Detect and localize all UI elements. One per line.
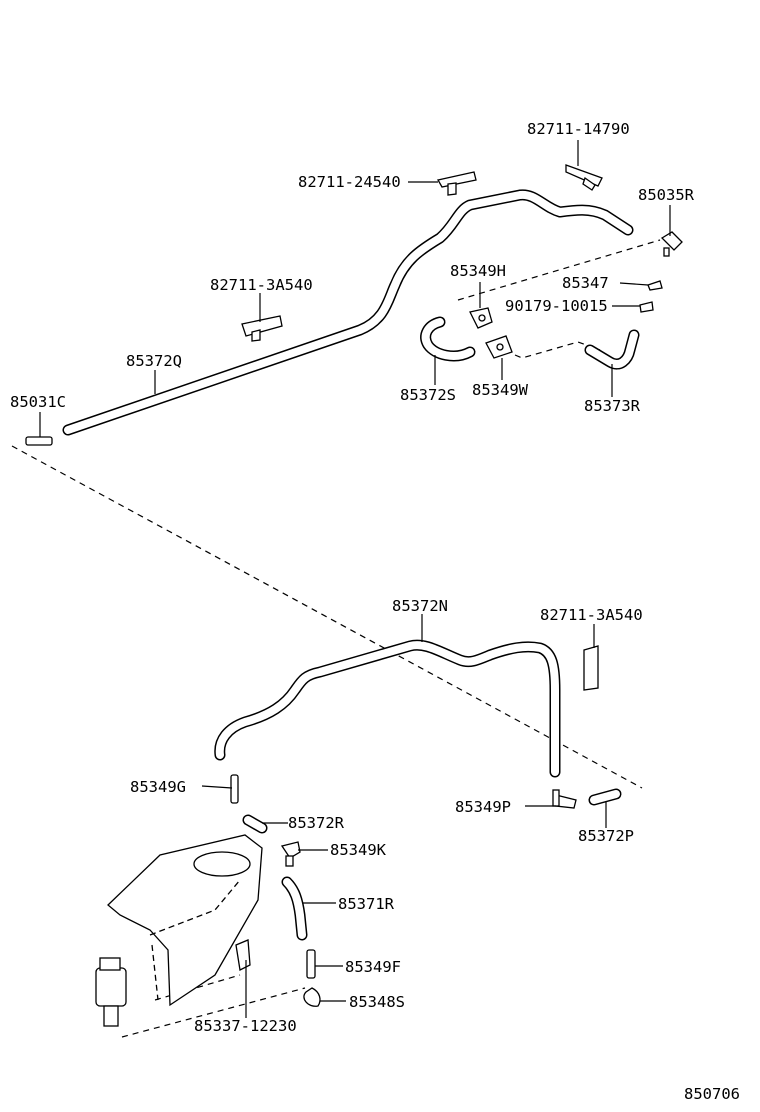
label-85349g: 85349G [130,778,186,796]
joint-85349g[interactable] [230,774,239,804]
part-labels: 82711-14790 82711-24540 85035R 85349H 85… [10,120,740,1103]
label-85371r: 85371R [338,895,395,913]
label-85337-12230: 85337-12230 [194,1017,297,1035]
label-85372r: 85372R [288,814,345,832]
label-85349k: 85349K [330,841,387,859]
label-85349f: 85349F [345,958,401,976]
joint-85349w[interactable] [485,335,513,359]
label-90179-10015: 90179-10015 [505,297,608,315]
nozzle-85035r[interactable] [660,231,683,257]
hose-85372r[interactable] [242,814,268,834]
clamp-82711-3a540-top[interactable] [241,315,283,342]
label-82711-24540: 82711-24540 [298,173,401,191]
clip-85347[interactable] [647,280,663,291]
hose-85371r[interactable] [281,876,308,941]
label-85372n: 85372N [392,597,448,615]
joint-85349p[interactable] [552,789,577,809]
label-85035r: 85035R [638,186,695,204]
joint-85349f[interactable] [306,949,316,979]
joint-85031c[interactable] [25,436,53,446]
label-85347: 85347 [562,274,609,292]
joint-85349h[interactable] [469,307,493,329]
label-85372q: 85372Q [126,352,182,370]
hose-85373r[interactable] [584,329,640,370]
washer-tank[interactable] [107,834,263,1007]
label-82711-3a540-bottom: 82711-3A540 [540,606,643,624]
screw-90179-10015[interactable] [639,301,654,313]
clamp-82711-3a540-bottom[interactable] [583,645,599,691]
grommet-85348s[interactable] [303,987,321,1007]
label-85348s: 85348S [349,993,405,1011]
label-85372p: 85372P [578,827,634,845]
diagram-code: 850706 [684,1085,740,1103]
label-85349h: 85349H [450,262,506,280]
label-82711-3a540-top: 82711-3A540 [210,276,313,294]
label-82711-14790: 82711-14790 [527,120,630,138]
clamp-82711-24540[interactable] [436,171,477,196]
label-85373r: 85373R [584,397,641,415]
hose-85372p[interactable] [588,788,622,806]
label-85349w: 85349W [472,381,529,399]
washer-pump[interactable] [95,957,127,1027]
joint-85349k[interactable] [280,841,301,867]
clamp-82711-14790[interactable] [565,164,603,191]
hose-85372q[interactable] [62,189,634,436]
label-85349p: 85349P [455,798,511,816]
leader-lines [39,140,671,1018]
label-85031c: 85031C [10,393,66,411]
hose-85372n[interactable] [214,639,561,778]
hose-85372s[interactable] [420,316,476,362]
label-85372s: 85372S [400,386,456,404]
assembly-dashed-lines [11,239,661,1038]
